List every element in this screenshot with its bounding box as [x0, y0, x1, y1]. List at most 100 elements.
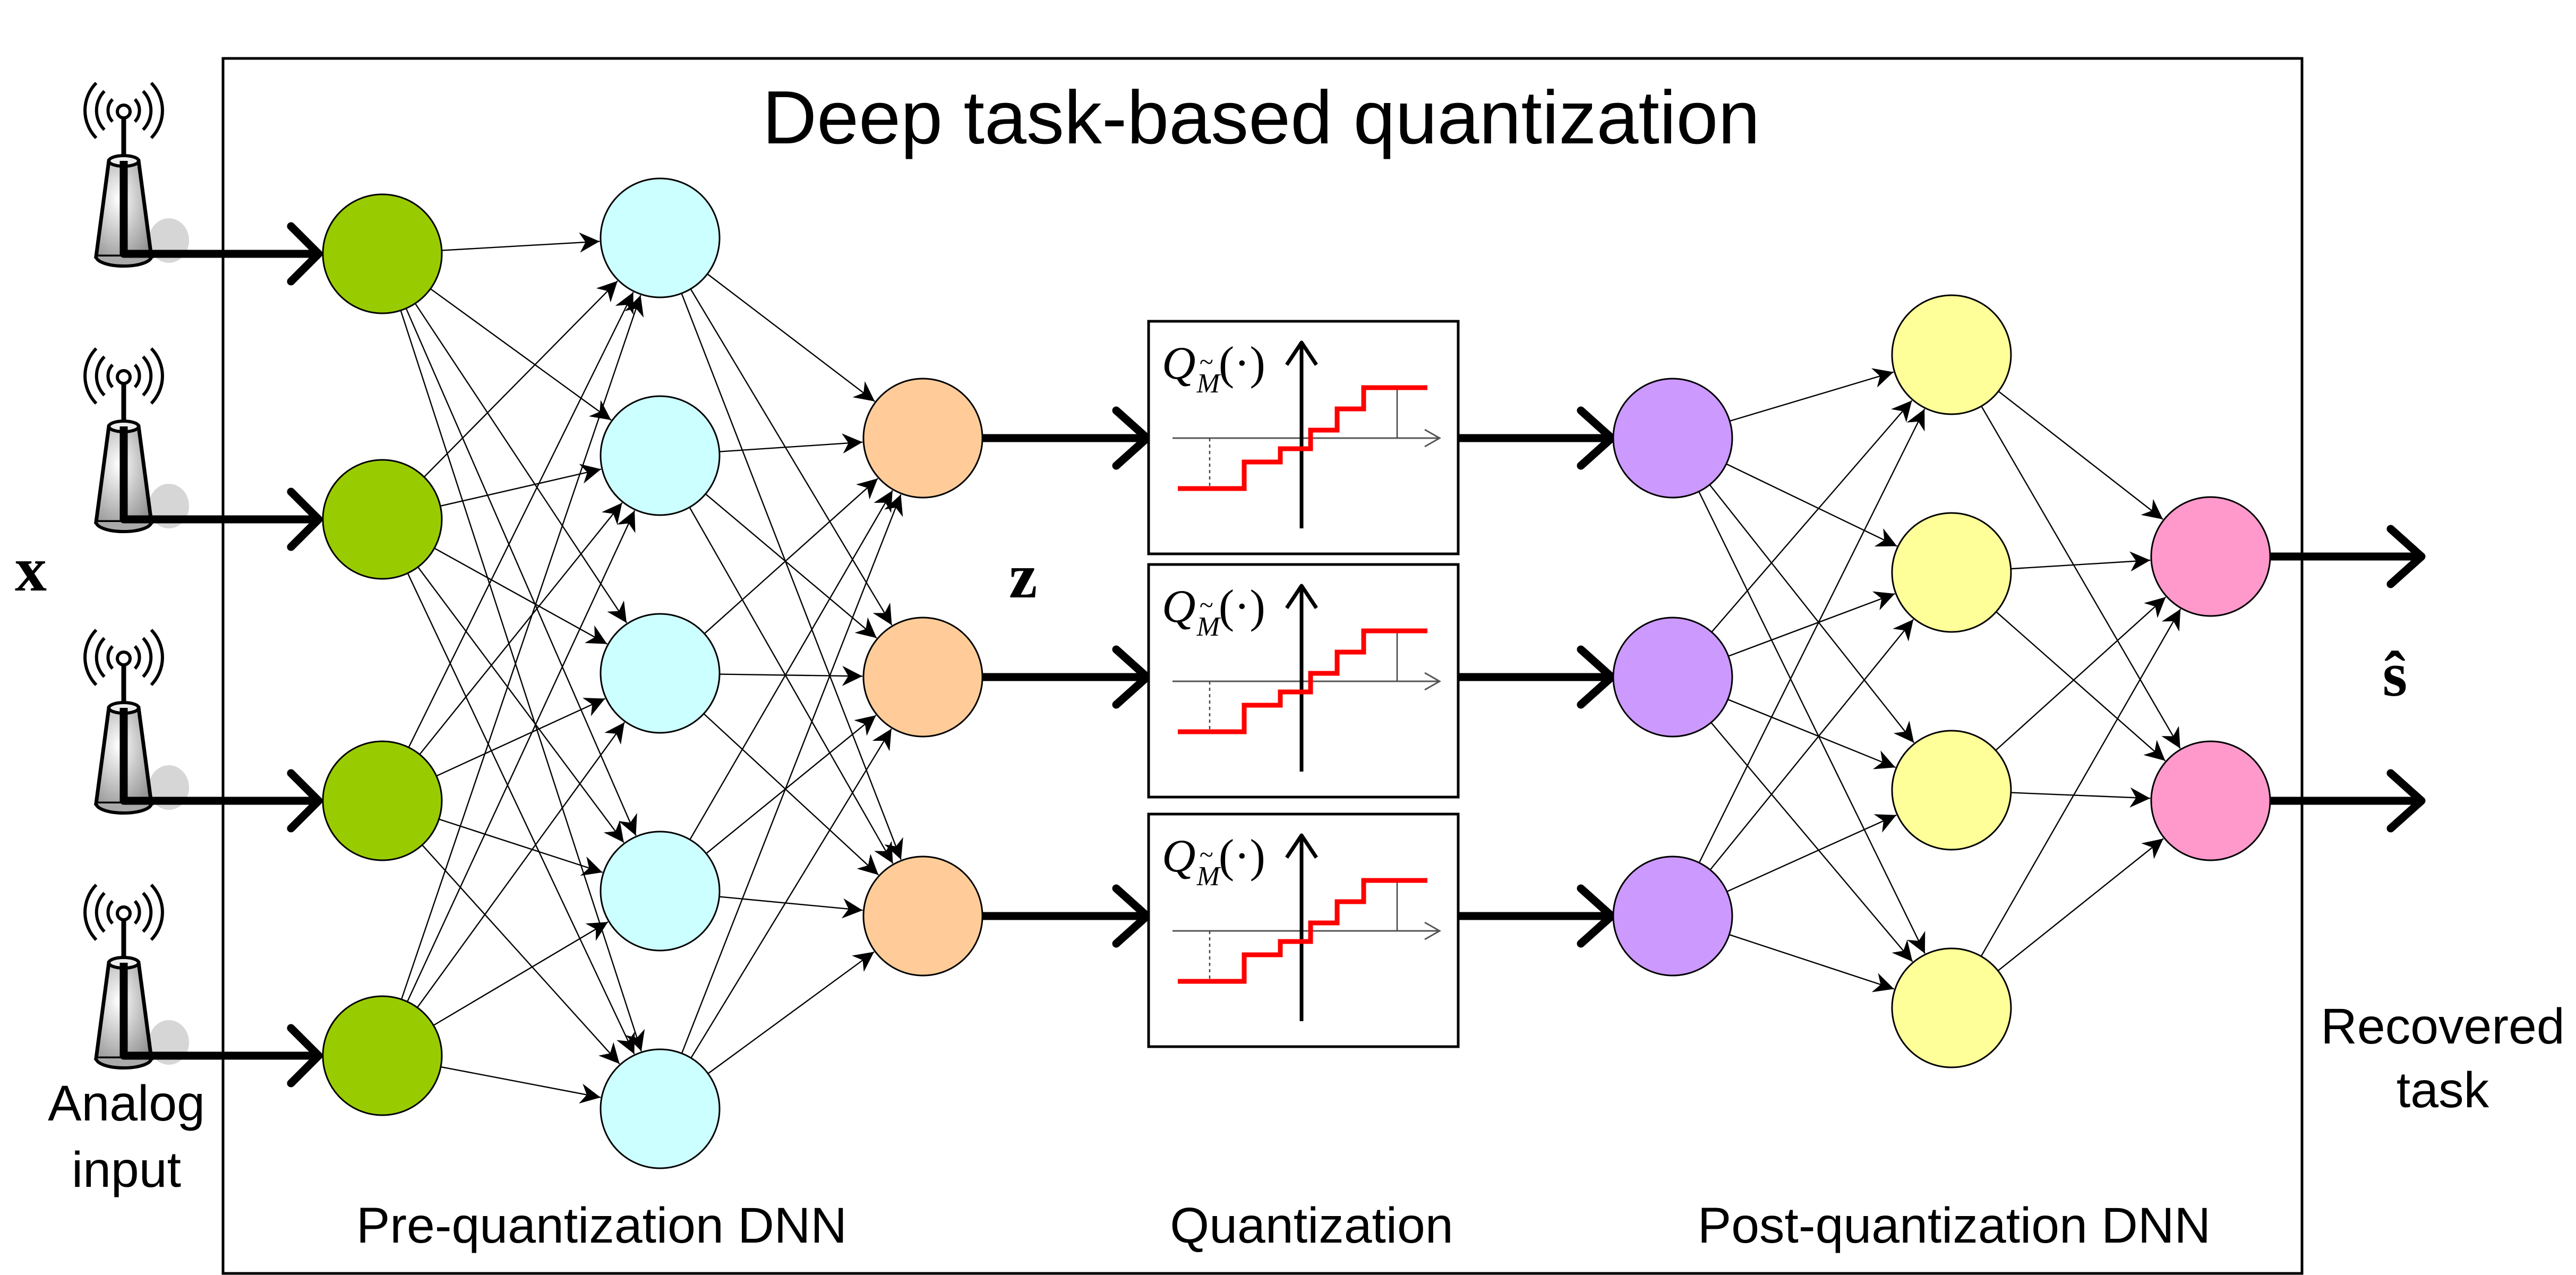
- connection-edge: [1711, 400, 1913, 633]
- quantizer-to-post-arrow: [1451, 645, 1616, 709]
- neuron-input: [322, 740, 443, 861]
- signal-arrows: [978, 406, 2426, 948]
- neuron-output: [2150, 740, 2271, 861]
- antenna-icon: [83, 347, 189, 533]
- connection-edge: [707, 273, 876, 402]
- neuron-post-input: [1612, 378, 1733, 499]
- recovered-task-label-line1: Recovered: [2321, 998, 2564, 1055]
- antenna-feed-arrow: [119, 708, 323, 833]
- connection-edge: [407, 572, 635, 1055]
- neuron-post-hidden: [1891, 947, 2012, 1068]
- neuron-pre-hidden: [600, 831, 721, 952]
- quantizer-function-label: QM~(·): [1162, 338, 1265, 399]
- connection-edge: [690, 728, 892, 1058]
- output-arrow: [2266, 525, 2426, 588]
- connection-edge: [689, 490, 893, 840]
- neuron-post-hidden: [1891, 512, 2012, 633]
- quantizer-staircase: [1178, 385, 1427, 491]
- quantizer-staircase: [1178, 628, 1427, 734]
- analog-input-label-line1: Analog: [48, 1075, 205, 1132]
- connection-edge: [706, 715, 877, 854]
- antenna-feed-arrow: [119, 426, 323, 551]
- connection-edge: [1726, 814, 1897, 893]
- recovered-task-label-line2: task: [2397, 1062, 2489, 1118]
- quantizer-staircase: [1178, 878, 1427, 984]
- connection-edge: [423, 280, 618, 478]
- signal-waves-icon: [83, 347, 164, 405]
- connection-edge: [1728, 591, 1895, 657]
- latent-symbol-z: z: [1009, 541, 1037, 611]
- neuron-pre-hidden: [600, 613, 721, 734]
- connection-edge: [1996, 611, 2166, 761]
- connection-edge: [1981, 406, 2181, 749]
- connection-edge: [1727, 698, 1896, 769]
- connection-edge: [405, 308, 637, 836]
- connection-edge: [681, 494, 903, 1054]
- quantizer-box: QM~(·): [1147, 563, 1460, 799]
- connection-edge: [1709, 619, 1914, 870]
- connection-edge: [1997, 838, 2164, 972]
- connection-edge: [1980, 609, 2181, 957]
- connection-edge: [1698, 408, 1925, 863]
- connection-edge: [1698, 491, 1925, 954]
- neuron-pre-output: [862, 855, 983, 977]
- neuron-pre-output: [862, 378, 983, 499]
- quantizer-function-label: QM~(·): [1162, 831, 1265, 892]
- connection-edge: [419, 502, 623, 755]
- connection-edge: [414, 303, 628, 623]
- signal-waves-icon: [83, 82, 164, 139]
- neuron-post-hidden: [1891, 294, 2012, 415]
- input-symbol-x: x: [15, 534, 47, 604]
- quantizer-to-post-arrow: [1451, 406, 1616, 470]
- neuron-output: [2150, 496, 2271, 617]
- antenna-array: [83, 82, 323, 1088]
- connection-edge: [2010, 551, 2151, 572]
- connection-edge: [1726, 463, 1897, 547]
- diagram-title: Deep task-based quantization: [763, 75, 1760, 160]
- connection-edge: [719, 433, 863, 454]
- connection-edge: [690, 288, 893, 626]
- connection-edge: [1729, 368, 1894, 422]
- connection-edge: [1709, 484, 1915, 743]
- neuron-pre-hidden: [600, 177, 721, 298]
- quantizer-blocks: QM~(·) QM~(·) QM~(·): [1147, 320, 1460, 1048]
- quantizer-box: QM~(·): [1147, 812, 1460, 1048]
- antenna-icon: [83, 82, 189, 268]
- antenna-icon: [83, 629, 189, 815]
- antenna-feed-arrow: [119, 161, 323, 286]
- output-symbol-s-hat: ŝ: [2383, 639, 2408, 709]
- connection-edge: [417, 567, 624, 843]
- connection-edge: [422, 844, 620, 1065]
- pre-to-quantizer-arrow: [978, 645, 1151, 709]
- connection-edge: [1995, 596, 2167, 751]
- connection-edge: [440, 464, 602, 507]
- analog-input-label-line2: input: [72, 1142, 181, 1198]
- connection-edge: [703, 713, 879, 876]
- connection-edge: [681, 293, 903, 860]
- neuron-input: [322, 193, 443, 314]
- pre-to-quantizer-arrow: [978, 406, 1151, 470]
- connection-edge: [408, 292, 634, 748]
- antenna-feed-arrow: [119, 963, 323, 1088]
- connection-edge: [2010, 787, 2151, 808]
- antenna-icon: [83, 884, 189, 1069]
- connection-edge: [705, 493, 877, 639]
- connection-edge: [719, 896, 863, 919]
- quantizer-to-post-arrow: [1451, 884, 1616, 948]
- connection-edge: [416, 722, 625, 1008]
- pre-quantization-dnn-label: Pre-quantization DNN: [356, 1197, 847, 1254]
- connection-edge: [406, 510, 636, 1002]
- connection-edge: [704, 478, 878, 635]
- connection-edge: [433, 921, 609, 1026]
- connection-edge: [434, 547, 607, 645]
- neuron-post-input: [1612, 617, 1733, 738]
- connection-edge: [430, 288, 612, 421]
- quantizer-box: QM~(·): [1147, 320, 1460, 555]
- connection-edge: [436, 698, 605, 777]
- neuron-post-input: [1612, 855, 1733, 977]
- connection-edge: [400, 295, 644, 1000]
- neuron-pre-hidden: [600, 1048, 721, 1169]
- neuron-input: [322, 459, 443, 580]
- neuron-pre-hidden: [600, 395, 721, 516]
